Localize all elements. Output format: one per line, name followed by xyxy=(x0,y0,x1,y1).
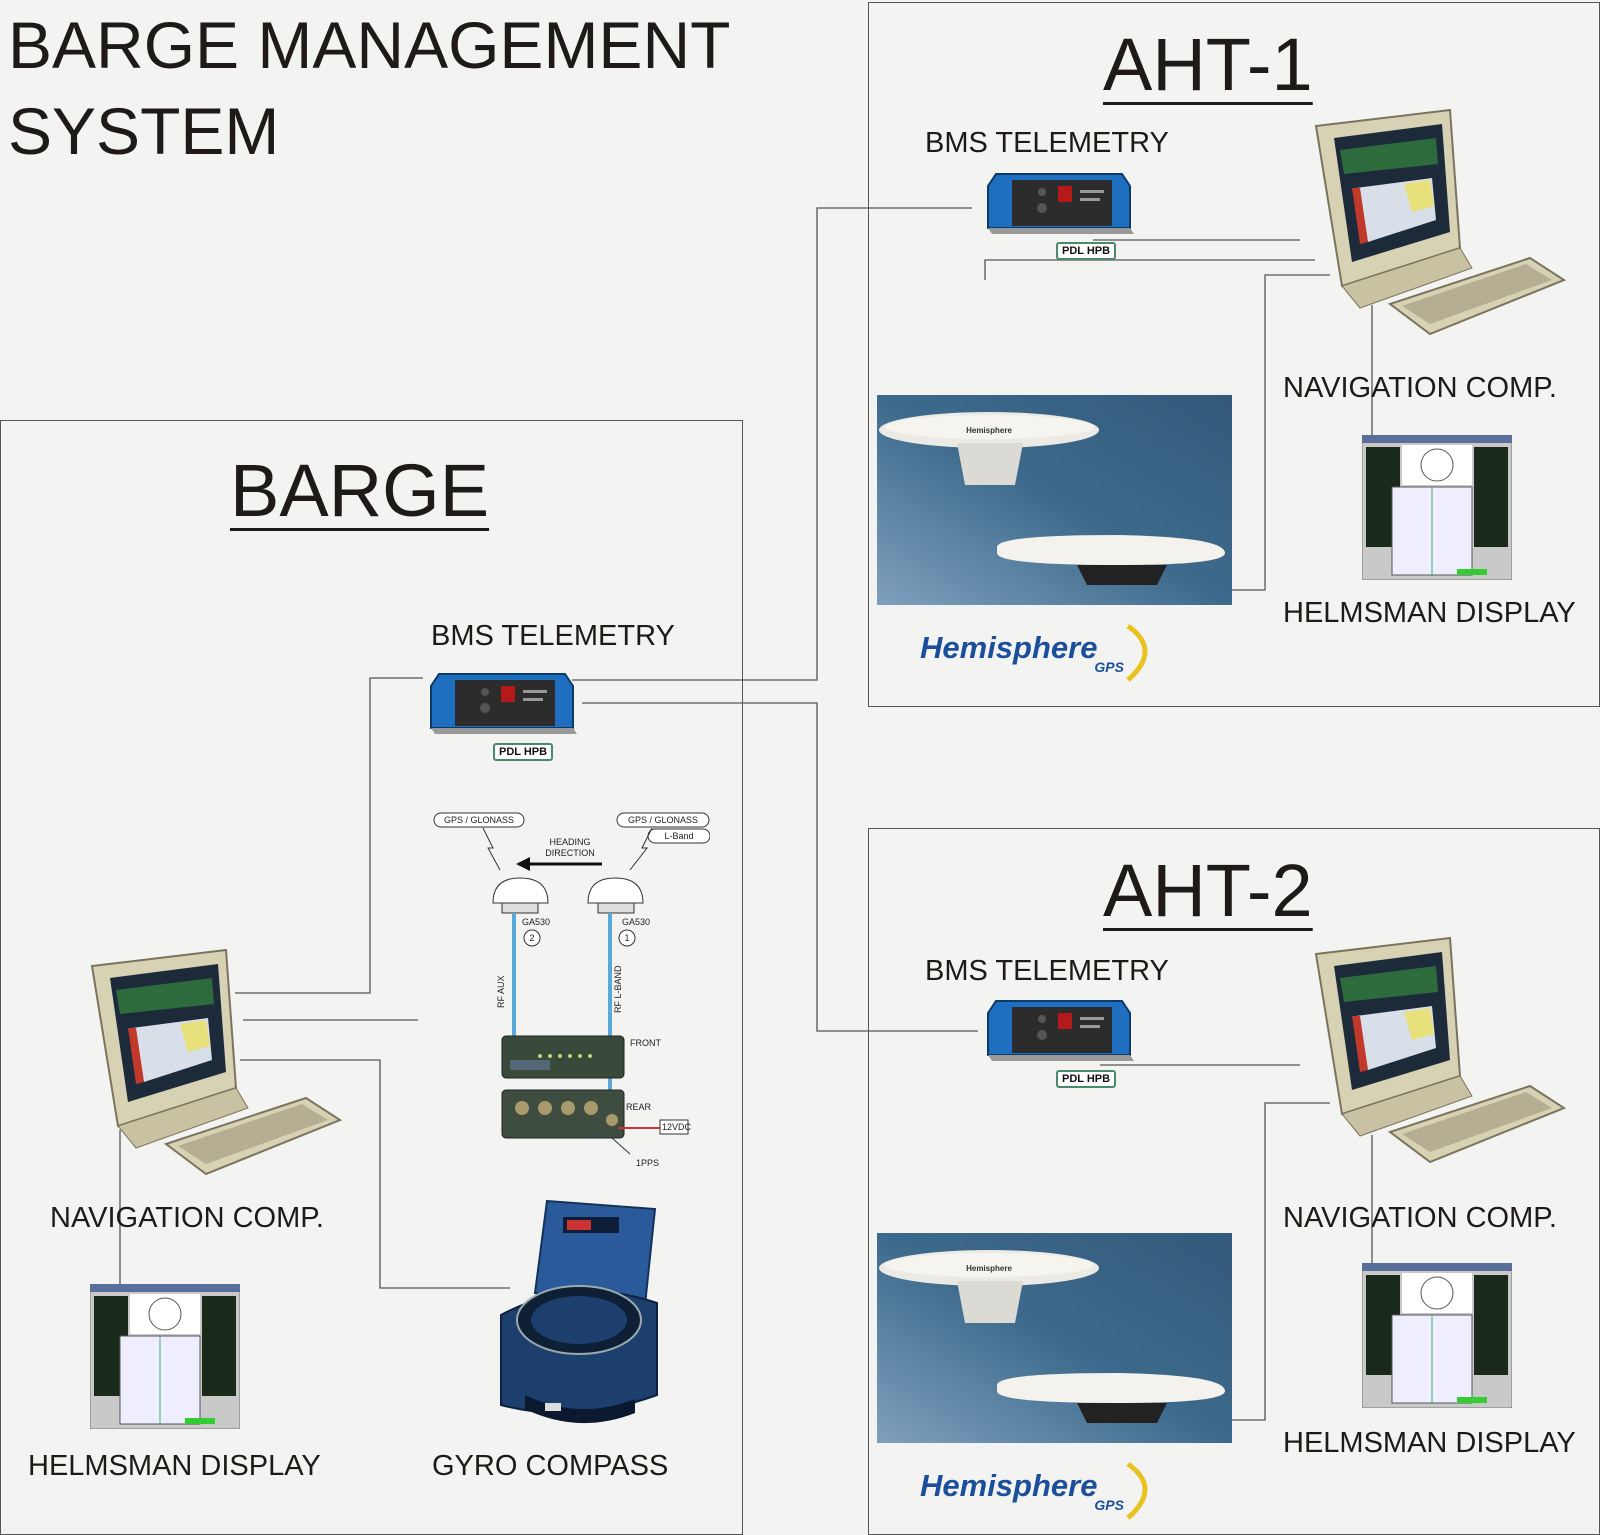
aht2-telemetry-label: BMS TELEMETRY xyxy=(925,955,1169,987)
aht1-helmsman-label: HELMSMAN DISPLAY xyxy=(1283,597,1576,629)
aht1-title: AHT-1 xyxy=(1103,23,1313,106)
left-number-label: 2 xyxy=(529,933,534,943)
left-model-label: GA530 xyxy=(522,917,550,927)
aht2-telemetry-tag: PDL HPB xyxy=(1056,1070,1117,1088)
gps-compass-diagram: GPS / GLONASS GPS / GLONASS L-Band HEADI… xyxy=(433,812,710,1168)
gps-antenna-icon: Hemisphere xyxy=(877,1233,1232,1443)
aht1-antenna-brand: Hemisphere xyxy=(966,426,1012,435)
barge-helmsman-label: HELMSMAN DISPLAY xyxy=(28,1450,321,1482)
gps-lband-label: L-Band xyxy=(664,831,693,841)
aht2-logo-sub: GPS xyxy=(1094,1497,1124,1513)
aht2-antenna-brand: Hemisphere xyxy=(966,1264,1012,1273)
computer-icon xyxy=(1314,936,1567,1164)
right-number-label: 1 xyxy=(624,933,629,943)
aht2-title: AHT-2 xyxy=(1103,849,1313,932)
heading-label: HEADING xyxy=(549,837,590,847)
gyro-compass-icon xyxy=(500,1199,658,1424)
barge-nav-label: NAVIGATION COMP. xyxy=(50,1202,324,1234)
aht1-logo-sub: GPS xyxy=(1094,659,1124,675)
aht2-nav-label: NAVIGATION COMP. xyxy=(1283,1202,1557,1234)
gyro-label: GYRO COMPASS xyxy=(432,1450,669,1482)
aht1-logo-main: Hemisphere xyxy=(920,630,1097,665)
left-cable-label: RF AUX xyxy=(496,975,506,1008)
right-model-label: GA530 xyxy=(622,917,650,927)
rear-label: REAR xyxy=(626,1102,652,1112)
main-title: BARGE MANAGEMENT SYSTEM xyxy=(8,2,730,174)
right-cable-label: RF L-BAND xyxy=(613,965,623,1013)
telemetry-radio-icon xyxy=(430,673,577,734)
gps-left-label: GPS / GLONASS xyxy=(444,815,514,825)
main-title-line1: BARGE MANAGEMENT xyxy=(8,8,731,82)
gps-right-label: GPS / GLONASS xyxy=(628,815,698,825)
screen-icon xyxy=(1362,1263,1512,1408)
computer-icon xyxy=(1314,108,1567,336)
barge-telemetry-label: BMS TELEMETRY xyxy=(431,620,675,652)
barge-title: BARGE xyxy=(230,449,490,532)
screen-icon xyxy=(1362,435,1512,580)
computer-icon xyxy=(90,948,343,1176)
telemetry-radio-icon xyxy=(987,1000,1134,1061)
pps-label: 1PPS xyxy=(636,1158,659,1168)
aht2-logo-main: Hemisphere xyxy=(920,1468,1097,1503)
telemetry-radio-icon xyxy=(987,173,1134,234)
main-title-line2: SYSTEM xyxy=(8,94,280,168)
aht1-telemetry-label: BMS TELEMETRY xyxy=(925,127,1169,159)
gps-antenna-icon: Hemisphere xyxy=(877,395,1232,605)
aht1-nav-label: NAVIGATION COMP. xyxy=(1283,372,1557,404)
hemisphere-logo: Hemisphere GPS xyxy=(920,623,1148,682)
aht1-telemetry-tag: PDL HPB xyxy=(1056,242,1117,260)
aht2-helmsman-label: HELMSMAN DISPLAY xyxy=(1283,1427,1576,1459)
screen-icon xyxy=(90,1284,240,1429)
barge-telemetry-tag: PDL HPB xyxy=(493,743,554,761)
power-label: 12VDC xyxy=(662,1122,692,1132)
hemisphere-logo: Hemisphere GPS xyxy=(920,1461,1148,1520)
front-label: FRONT xyxy=(630,1038,661,1048)
direction-label: DIRECTION xyxy=(545,848,595,858)
